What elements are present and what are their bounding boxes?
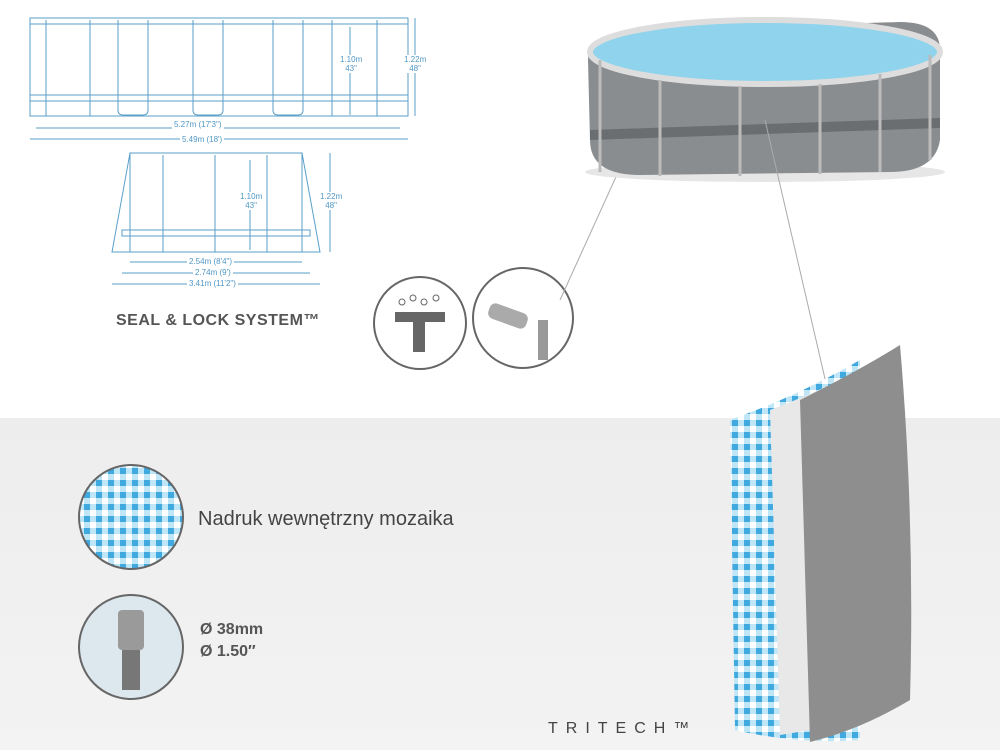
pipe-photo-icon (78, 594, 184, 700)
brand-logo: TRITECH™ (548, 720, 698, 737)
end-width-outer: 3.41m (11'2") (187, 279, 238, 288)
pool-photo (585, 17, 945, 466)
pipe-diameter-in: Ø 1.50″ (200, 643, 256, 660)
legs (45, 20, 378, 116)
seal-lock-title: SEAL & LOCK SYSTEM™ (116, 312, 320, 329)
wall-layer-cutaway (730, 345, 912, 742)
mosaic-label: Nadruk wewnętrzny mozaika (198, 508, 454, 530)
side-view-diagram (29, 17, 416, 140)
pipe-diameter-mm: Ø 38mm (200, 621, 264, 638)
end-width-inner: 2.54m (8'4") (187, 257, 235, 266)
end-width-mid: 2.74m (9') (193, 268, 233, 277)
side-width-inner: 5.27m (17'3") (172, 120, 224, 129)
side-width-outer: 5.49m (18') (180, 135, 225, 144)
mosaic-swatch-icon (78, 464, 184, 570)
